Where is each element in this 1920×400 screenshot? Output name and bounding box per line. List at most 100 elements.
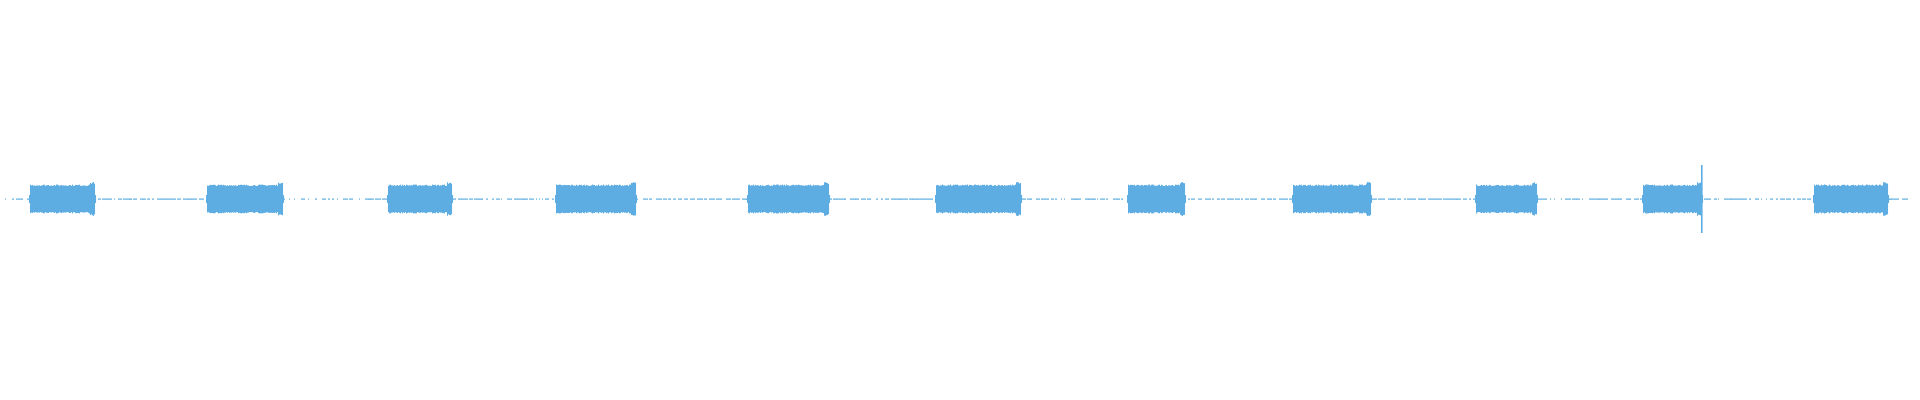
baseline-segment [1100, 198, 1105, 200]
baseline-segment [1554, 198, 1555, 200]
amplitude-bar [1695, 184, 1697, 214]
baseline-segment [912, 198, 918, 200]
amplitude-bar [960, 185, 962, 213]
amplitude-bar [405, 185, 407, 213]
amplitude-bar [817, 184, 819, 214]
amplitude-bar [1001, 185, 1003, 213]
amplitude-bar [1131, 184, 1133, 214]
baseline-segment [1629, 198, 1631, 200]
amplitude-bar [1128, 184, 1130, 214]
baseline-segment [1761, 198, 1762, 200]
amplitude-bar [975, 184, 977, 214]
amplitude-bar [632, 182, 634, 216]
baseline-segment [486, 198, 488, 200]
amplitude-bar [210, 184, 212, 214]
amplitude-bar [426, 184, 428, 214]
amplitude-bar [389, 184, 391, 214]
amplitude-bar [1512, 185, 1514, 213]
baseline-segment [732, 198, 738, 200]
baseline-segment [1191, 198, 1195, 200]
amplitude-bar [1650, 184, 1652, 214]
amplitude-bar [1819, 185, 1821, 213]
amplitude-bar [1673, 185, 1675, 213]
amplitude-bar [1857, 185, 1859, 213]
amplitude-bar [1484, 184, 1486, 214]
baseline-segment [867, 198, 871, 200]
amplitude-bar [1362, 184, 1364, 214]
baseline-segment [1235, 198, 1240, 200]
amplitude-bar [971, 185, 973, 213]
baseline-segment [492, 198, 494, 200]
amplitude-bar [1643, 184, 1645, 214]
amplitude-bar [430, 185, 432, 213]
amplitude-bar [968, 185, 970, 213]
baseline-segment [315, 198, 317, 200]
amplitude-bar [80, 185, 82, 213]
baseline-segment [536, 198, 537, 200]
baseline-segment [289, 198, 290, 200]
amplitude-bar [1667, 184, 1669, 214]
amplitude-bar [1676, 185, 1678, 213]
amplitude-bar [1871, 185, 1873, 213]
amplitude-bar [231, 185, 233, 213]
amplitude-bar [820, 185, 822, 213]
baseline-segment [133, 198, 137, 200]
amplitude-bar [1356, 185, 1358, 213]
amplitude-bar [269, 185, 271, 213]
baseline-segment [833, 198, 837, 200]
amplitude-bar [1657, 185, 1659, 213]
amplitude-bar [596, 185, 598, 213]
amplitude-bar [1877, 185, 1879, 213]
amplitude-bar [52, 185, 54, 213]
amplitude-bar [1872, 184, 1874, 214]
amplitude-bar [998, 184, 1000, 214]
amplitude-bar [594, 185, 596, 213]
baseline-segment [1121, 198, 1123, 200]
amplitude-bar [431, 185, 433, 213]
amplitude-bar [277, 185, 279, 213]
amplitude-bar [818, 185, 820, 213]
amplitude-bar [1888, 195, 1890, 203]
baseline-segment [1598, 198, 1600, 200]
amplitude-bar [939, 185, 941, 213]
amplitude-bar [592, 184, 594, 214]
amplitude-bar [752, 185, 754, 213]
amplitude-bar [760, 185, 762, 213]
amplitude-bar [449, 183, 451, 215]
baseline-segment [382, 198, 387, 200]
baseline-segment [891, 198, 896, 200]
amplitude-bar [801, 185, 803, 213]
amplitude-bar [1357, 185, 1359, 213]
amplitude-bar [1341, 184, 1343, 214]
amplitude-bar [1361, 184, 1363, 214]
amplitude-bar [35, 185, 37, 213]
amplitude-bar [754, 185, 756, 213]
amplitude-bar [398, 185, 400, 213]
amplitude-bar [1509, 185, 1511, 213]
amplitude-bar [397, 185, 399, 213]
baseline-segment [1198, 198, 1202, 200]
amplitude-bar [422, 185, 424, 213]
amplitude-bar [1528, 185, 1530, 213]
amplitude-bar [1304, 185, 1306, 213]
amplitude-bar [79, 184, 81, 214]
amplitude-bar [562, 185, 564, 213]
amplitude-bar [558, 184, 560, 214]
amplitude-bar [794, 185, 796, 213]
amplitude-bar [619, 184, 621, 214]
baseline-segment [1255, 198, 1257, 200]
amplitude-bar [43, 184, 45, 214]
amplitude-bar [49, 185, 51, 213]
amplitude-bar [403, 185, 405, 213]
amplitude-bar [629, 184, 631, 214]
baseline-segment [668, 198, 671, 200]
amplitude-bar [1530, 184, 1532, 214]
amplitude-bar [748, 184, 750, 214]
amplitude-bar [589, 185, 591, 213]
baseline-segment [1428, 198, 1434, 200]
amplitude-bar [786, 184, 788, 214]
baseline-segment [1227, 198, 1231, 200]
amplitude-bar [1841, 185, 1843, 213]
amplitude-bar [1147, 185, 1149, 213]
